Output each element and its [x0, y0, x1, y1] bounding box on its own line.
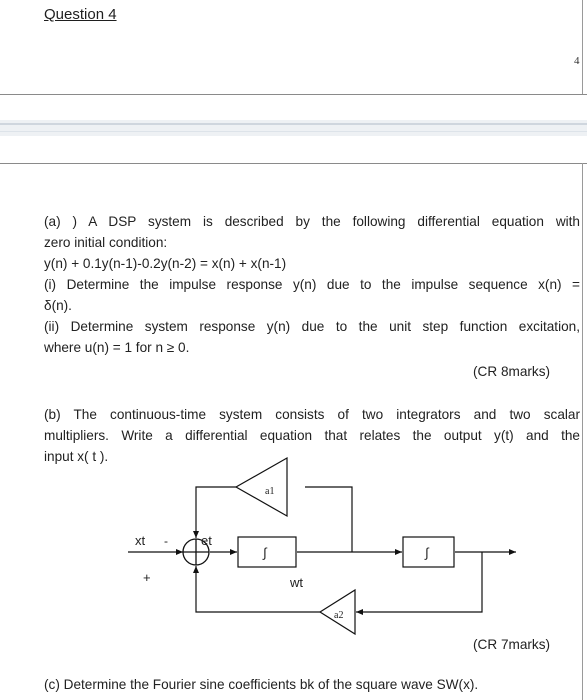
part-a-line: (i) Determine the impulse response y(n) …: [44, 277, 580, 292]
gain-a1-label: a1: [265, 486, 274, 497]
part-a-line: (ii) Determine system response y(n) due …: [44, 319, 580, 334]
page-break-line: [0, 131, 587, 132]
part-b-line: multipliers. Write a differential equati…: [44, 428, 580, 443]
feedback-lower-line: [356, 552, 483, 615]
part-b-line: input x( t ).: [44, 449, 109, 464]
gain-a2-triangle: [318, 588, 356, 636]
integrator-2-symbol: ∫: [424, 545, 430, 560]
part-b-marks: (CR 7marks): [473, 637, 551, 652]
part-a-line: y(n) + 0.1y(n-1)-0.2y(n-2) = x(n) + x(n-…: [44, 256, 287, 271]
feedback-upper-return: [193, 486, 236, 538]
input-label: xt: [135, 533, 146, 548]
part-a-line: where u(n) = 1 for n ≥ 0.: [44, 340, 190, 355]
part-b-line: (b) The continuous-time system consists …: [44, 407, 580, 422]
part-c-text: (c) Determine the Fourier sine coefficie…: [44, 674, 580, 695]
page-border-right: [582, 163, 583, 700]
summing-junction: [182, 538, 210, 566]
page-divider-top: [0, 94, 587, 95]
part-a-line: δ(n).: [44, 298, 72, 313]
feedback-lower-return: [193, 566, 320, 613]
page-number: 4: [574, 55, 580, 67]
part-a-line: (a) ) A DSP system is described by the f…: [44, 214, 580, 229]
error-label: et: [201, 533, 212, 548]
feedback-upper-line: [305, 486, 353, 552]
page-border-right: [582, 0, 583, 95]
minus-sign: -: [164, 534, 168, 548]
gain-a2-label: a2: [334, 610, 343, 621]
integrator-2-box: [402, 536, 455, 568]
gain-a1-triangle: [234, 456, 288, 518]
question-title: Question 4: [44, 6, 117, 23]
part-a-line: zero initial condition:: [44, 235, 168, 250]
part-a-marks: (CR 8marks): [473, 364, 551, 379]
integrator-1-box: [237, 536, 297, 568]
plus-sign: +: [143, 570, 151, 585]
integrator-1-symbol: ∫: [262, 545, 268, 560]
page-divider-mid: [0, 163, 587, 164]
part-c-line: (c) Determine the Fourier sine coefficie…: [44, 677, 479, 692]
wt-label: wt: [289, 575, 303, 590]
part-a-text: (a) ) A DSP system is described by the f…: [44, 211, 580, 358]
page-break-line: [0, 123, 587, 125]
page-break-band: [0, 120, 587, 136]
part-b-text: (b) The continuous-time system consists …: [44, 404, 580, 467]
